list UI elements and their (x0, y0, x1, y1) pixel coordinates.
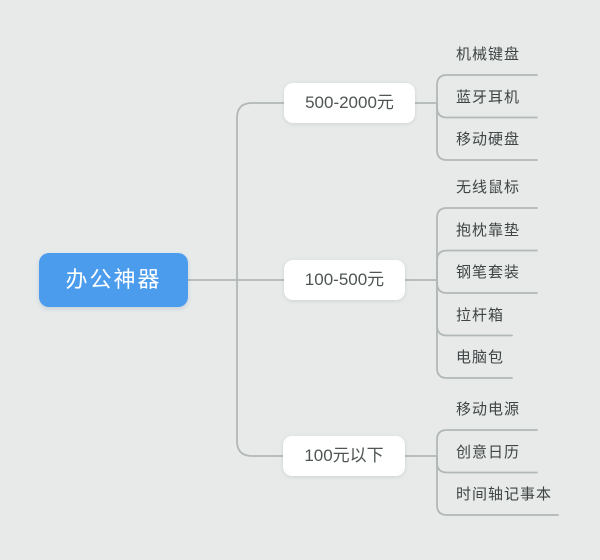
leaf-node-power-bank[interactable]: 移动电源 (456, 401, 521, 418)
connector-root-to-branch-500-2000 (236, 102, 285, 281)
connector-leaf-portable-hdd (436, 102, 538, 161)
branch-node-500-2000[interactable]: 500-2000元 (284, 83, 415, 123)
leaf-node-pillow-cushion[interactable]: 抱枕靠垫 (456, 222, 521, 239)
connector-leaf-pillow-cushion (436, 249, 538, 281)
root-node-office-gadgets[interactable]: 办公神器 (39, 253, 188, 307)
leaf-node-wireless-mouse[interactable]: 无线鼠标 (456, 179, 521, 196)
leaf-node-timeline-notebook[interactable]: 时间轴记事本 (456, 486, 553, 503)
leaf-node-mechanical-keyboard[interactable]: 机械键盘 (456, 46, 521, 63)
leaf-node-bluetooth-earphones[interactable]: 蓝牙耳机 (456, 89, 521, 106)
leaf-node-trolley-case[interactable]: 拉杆箱 (456, 307, 505, 324)
connector-leaf-timeline-notebook (436, 455, 559, 516)
leaf-node-laptop-bag[interactable]: 电脑包 (456, 349, 505, 366)
branch-node-100-500[interactable]: 100-500元 (284, 260, 405, 300)
connector-leaf-mechanical-keyboard (436, 74, 538, 104)
connector-root-to-branch-under-100 (236, 279, 285, 457)
connector-leaf-power-bank (436, 429, 538, 457)
leaf-node-creative-calendar[interactable]: 创意日历 (456, 444, 521, 461)
leaf-node-portable-hdd[interactable]: 移动硬盘 (456, 131, 521, 148)
branch-node-under-100[interactable]: 100元以下 (283, 436, 405, 476)
leaf-node-pen-set[interactable]: 钢笔套装 (456, 264, 521, 281)
connector-leaf-wireless-mouse (436, 207, 538, 281)
connector-leaf-laptop-bag (436, 279, 513, 379)
